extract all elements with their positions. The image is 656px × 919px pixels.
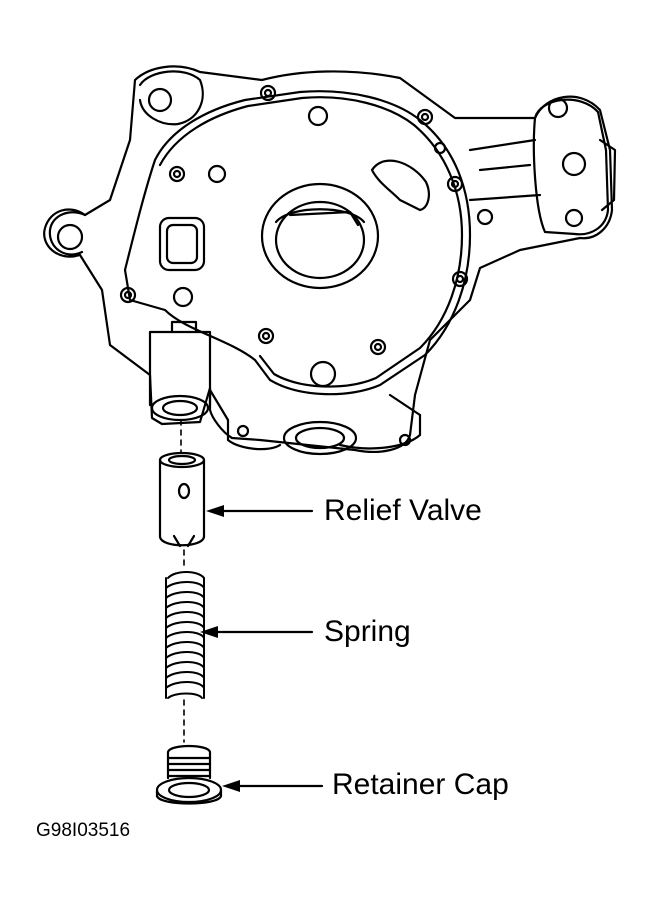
relief-valve-label: Relief Valve bbox=[324, 494, 482, 527]
relief-valve-part bbox=[158, 451, 206, 548]
bolt-bosses bbox=[119, 84, 469, 356]
spring-arrowhead bbox=[200, 626, 218, 638]
retainer-cap-label: Retainer Cap bbox=[332, 768, 509, 801]
retainer-cap-arrowhead bbox=[222, 780, 240, 792]
spring-label: Spring bbox=[324, 615, 411, 648]
oil-pump-body bbox=[43, 65, 617, 456]
leader-arrows bbox=[204, 509, 324, 788]
retainer-cap-part bbox=[155, 744, 223, 805]
assembly-centerline bbox=[180, 419, 185, 743]
spring-part bbox=[165, 571, 205, 699]
figure-code: G98I03516 bbox=[36, 820, 131, 841]
relief-valve-arrowhead bbox=[206, 505, 224, 517]
